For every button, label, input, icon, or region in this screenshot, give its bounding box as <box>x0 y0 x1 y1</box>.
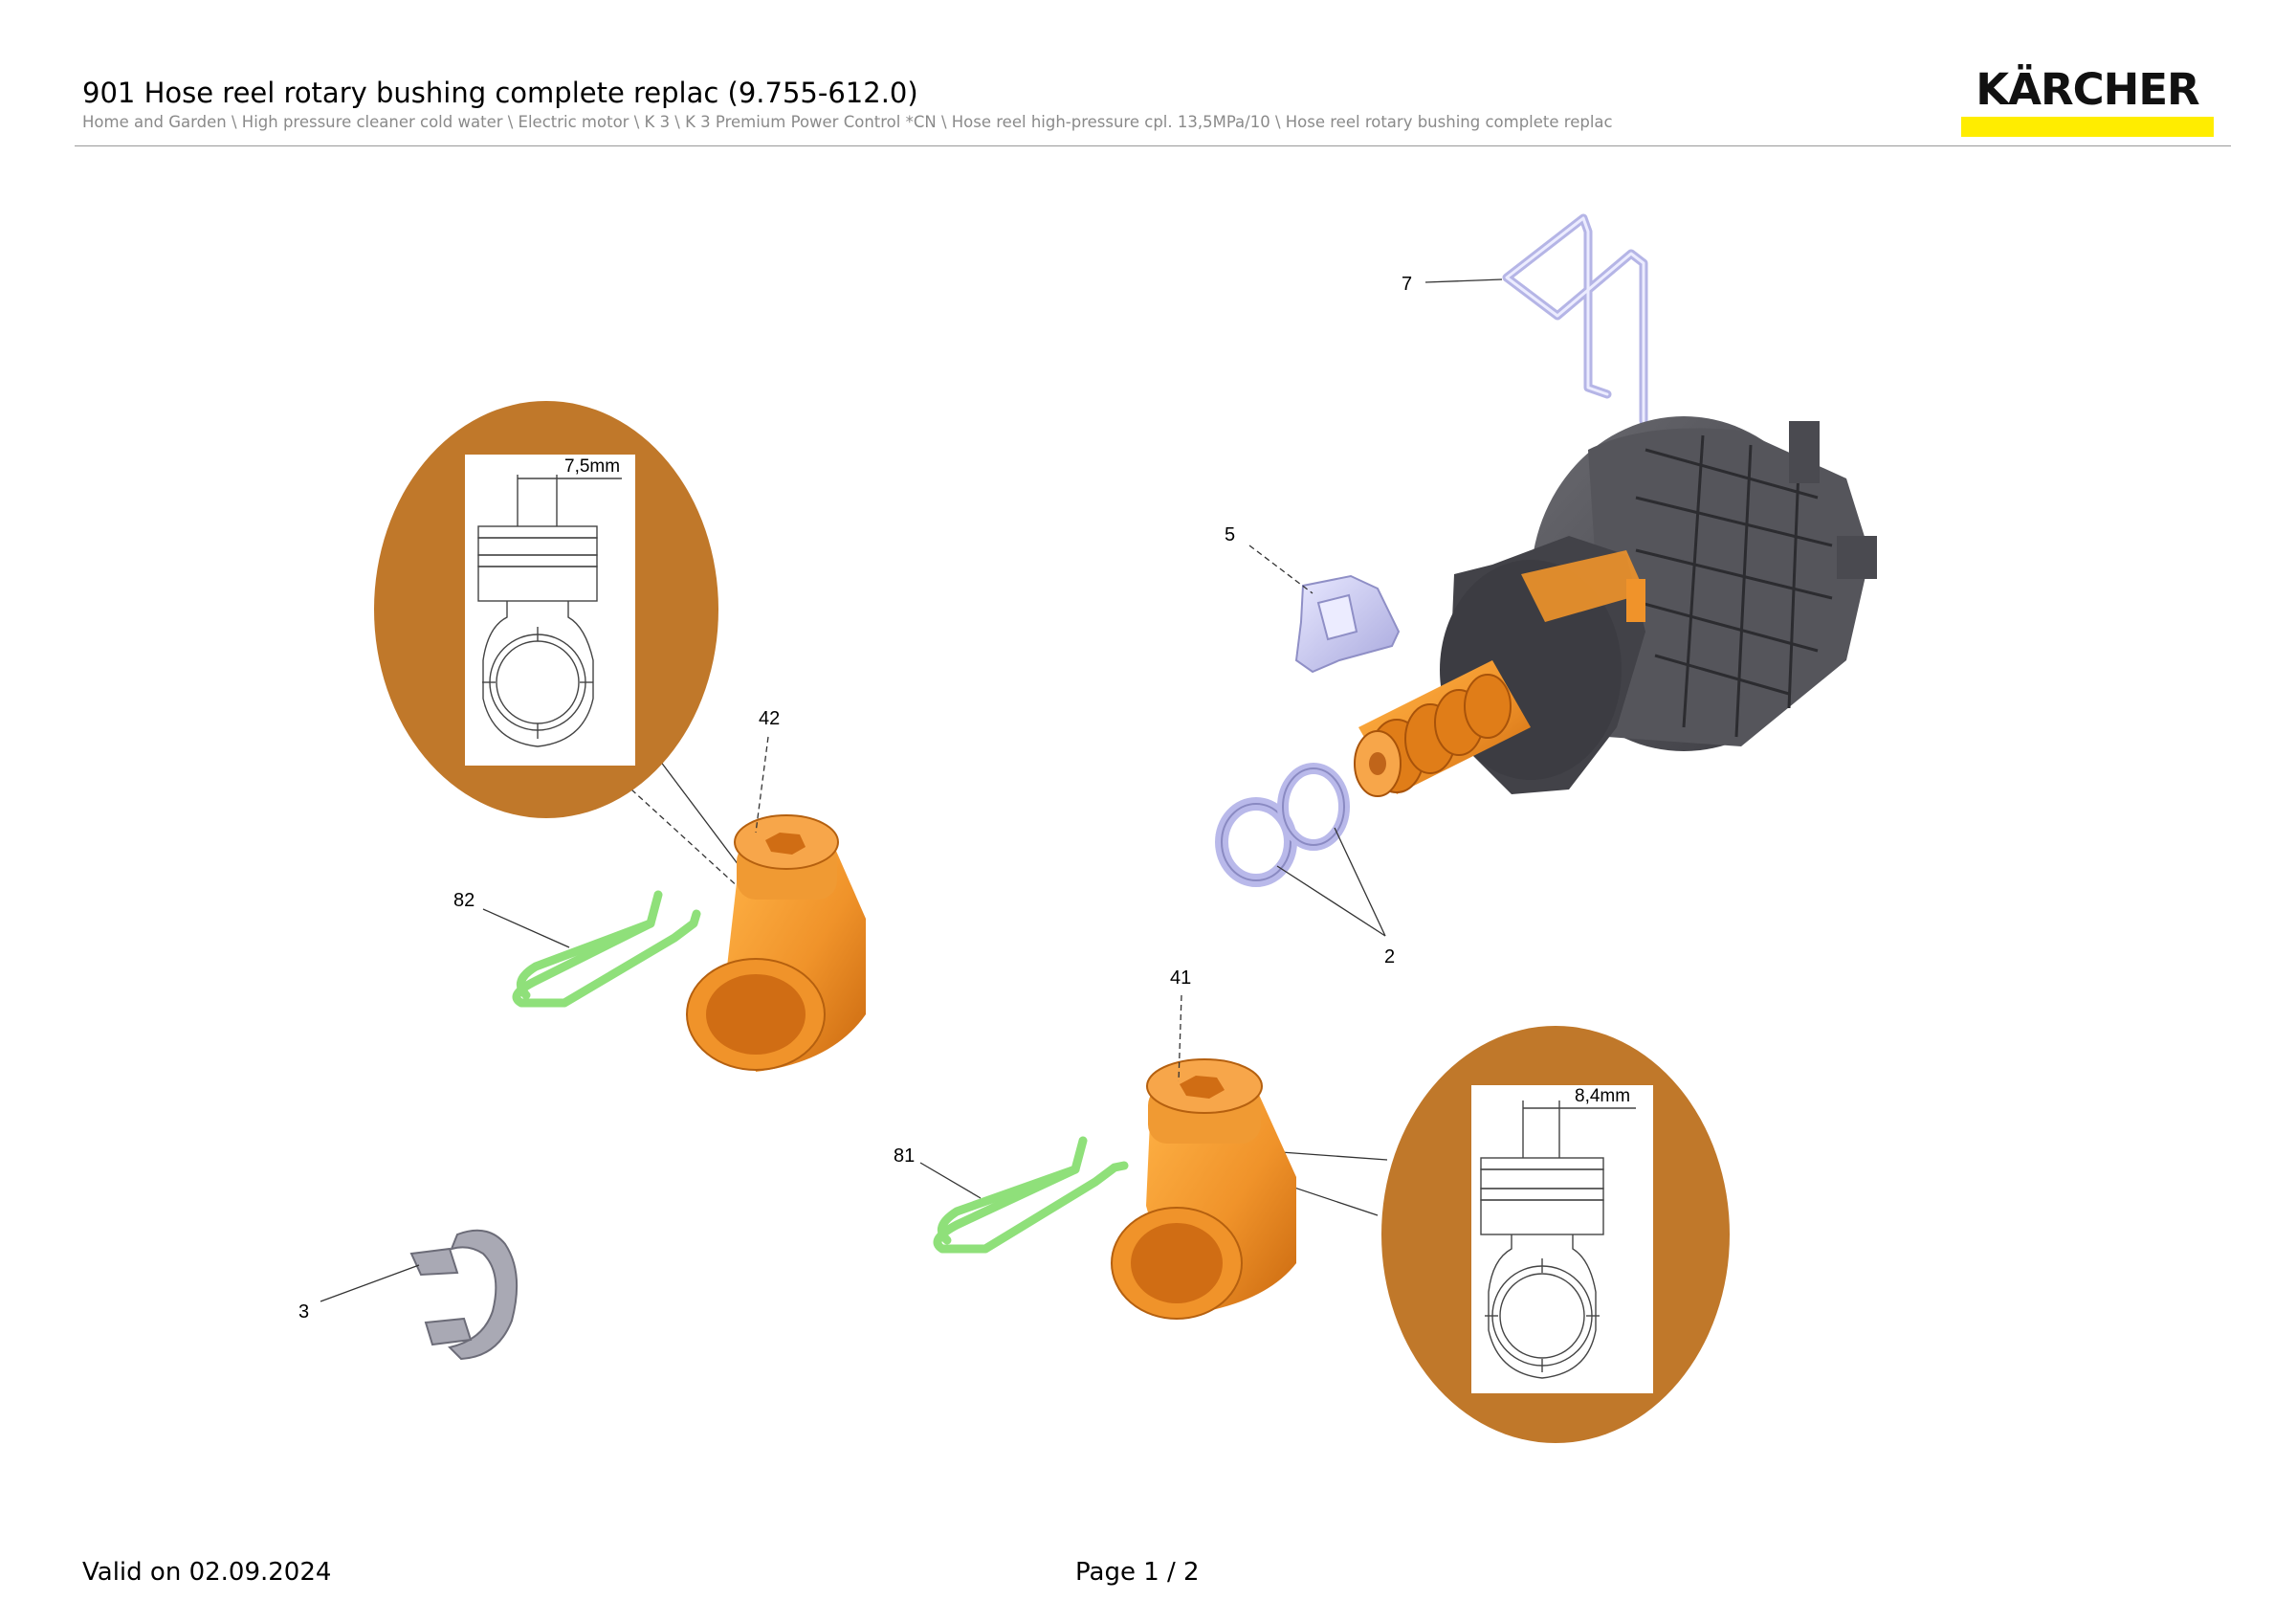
label-part-2: 2 <box>1384 946 1395 967</box>
part-41-elbow-bushing <box>1111 1058 1296 1320</box>
part-7-wire-clip <box>1502 213 1648 426</box>
label-part-81: 81 <box>894 1145 915 1167</box>
label-part-7: 7 <box>1402 274 1412 295</box>
detail-dim-7-5mm: 7,5mm <box>564 456 620 477</box>
label-part-5: 5 <box>1225 524 1235 545</box>
hose-reel-housing <box>1354 416 1877 797</box>
part-81-green-clip <box>933 1136 1129 1254</box>
part-42-elbow-bushing <box>686 814 866 1072</box>
orange-spool-shaft <box>1354 660 1531 797</box>
page-number: Page 1 / 2 <box>1075 1558 1200 1587</box>
breadcrumb: Home and Garden \ High pressure cleaner … <box>82 113 1613 131</box>
part-5-latch-block <box>1294 574 1401 674</box>
detail-bubble-left: 7,5mm <box>374 401 745 891</box>
karcher-logo: KÄRCHER <box>1961 67 2214 138</box>
leader-lines <box>320 278 1503 1302</box>
detail-dim-8-4mm: 8,4mm <box>1575 1086 1630 1106</box>
page-title: 901 Hose reel rotary bushing complete re… <box>82 77 918 109</box>
logo-yellow-bar <box>1961 117 2214 137</box>
label-part-3: 3 <box>298 1301 309 1323</box>
label-part-82: 82 <box>453 890 475 911</box>
label-part-41: 41 <box>1170 967 1191 989</box>
part-82-green-clip <box>512 890 701 1008</box>
logo-wordmark: KÄRCHER <box>1976 64 2199 115</box>
part-2-o-rings <box>1215 763 1350 887</box>
valid-date: Valid on 02.09.2024 <box>82 1558 332 1587</box>
part-3-retaining-ring <box>409 1229 519 1361</box>
header-divider <box>75 145 2231 146</box>
detail-bubble-right: 8,4mm <box>1161 1026 1730 1443</box>
label-part-42: 42 <box>759 708 780 729</box>
